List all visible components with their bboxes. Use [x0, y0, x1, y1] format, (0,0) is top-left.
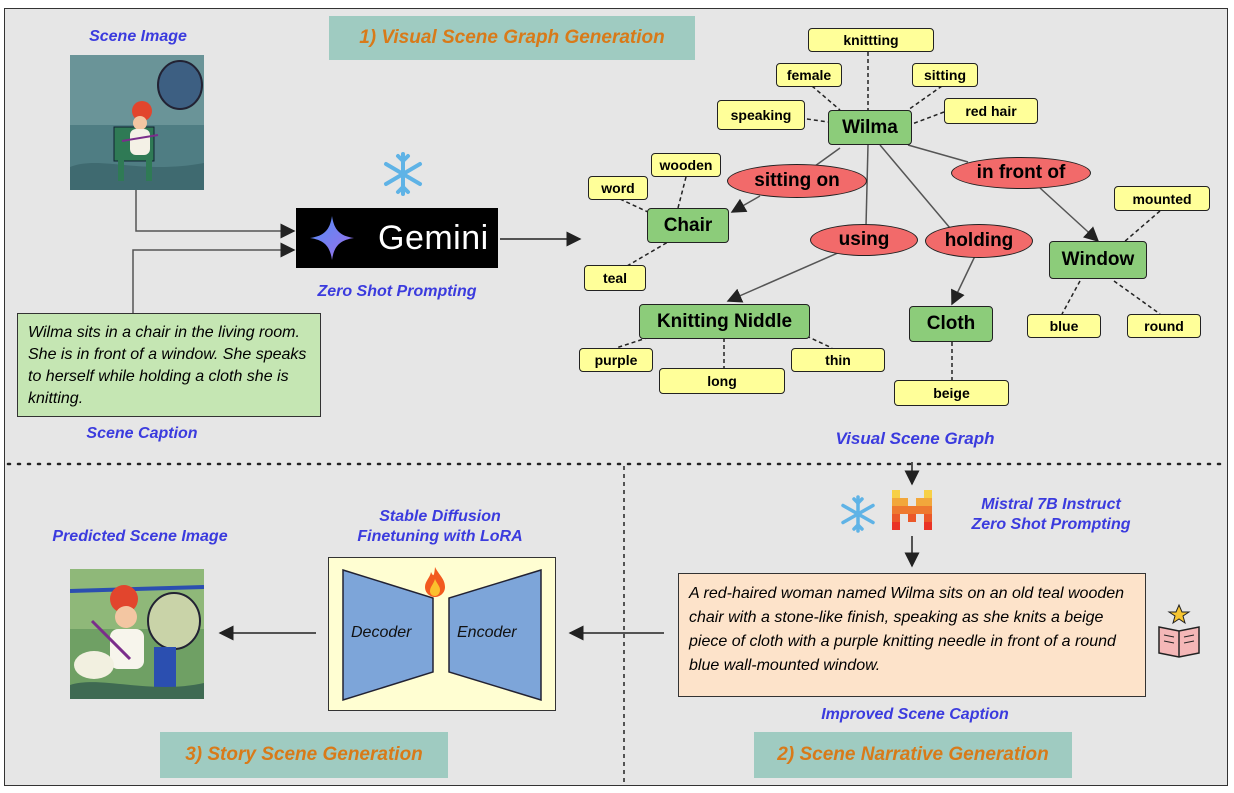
attr-mounted: mounted [1114, 186, 1210, 211]
object-wilma: Wilma [828, 110, 912, 145]
relation-using: using [810, 224, 918, 256]
object-window: Window [1049, 241, 1147, 279]
zero-shot-label: Zero Shot Prompting [317, 283, 477, 300]
scene-image-drawing [70, 55, 204, 190]
improved-caption-box: A red-haired woman named Wilma sits on a… [678, 573, 1146, 697]
edge-wilma-using [865, 144, 869, 227]
relation-in-front-of: in front of [951, 157, 1091, 189]
section-1-title: 1) Visual Scene Graph Generation [329, 16, 695, 60]
image-to-gemini-arrow [135, 190, 296, 239]
attr-thin: thin [791, 348, 885, 372]
attr-teal: teal [584, 265, 646, 291]
object-chair: Chair [647, 208, 729, 243]
snowflake-icon [836, 492, 880, 536]
attr-sitting: sitting [912, 63, 978, 87]
mistral-label-line1: Mistral 7B Instruct [981, 496, 1121, 513]
attr-wooden: wooden [651, 153, 721, 177]
relation-sitting-on: sitting on [727, 164, 867, 198]
visual-scene-graph-label: Visual Scene Graph [835, 429, 995, 448]
edge-wilma-holding [879, 144, 951, 229]
edge-sitting-on-chair [730, 195, 761, 213]
attr-beige: beige [894, 380, 1009, 406]
gemini-sparkle-icon [310, 216, 354, 260]
attr-word: word [588, 176, 648, 200]
attr-female: female [776, 63, 842, 87]
encoder-trapezoid [448, 568, 542, 702]
gemini-name: Gemini [378, 218, 489, 257]
encoder-label: Encoder [457, 624, 517, 641]
attr-knitting: knittting [808, 28, 934, 52]
stable-diffusion-line1: Stable Diffusion [379, 508, 501, 525]
section-3-title: 3) Story Scene Generation [160, 732, 448, 778]
edge-using-niddle [726, 251, 841, 303]
mistral-logo [892, 490, 932, 534]
gemini-model-box: Gemini [296, 208, 498, 268]
scene-caption-label: Scene Caption [86, 425, 198, 442]
decoder-trapezoid [342, 568, 434, 702]
stable-diffusion-box: Decoder Encoder [328, 557, 556, 711]
improved-caption-label: Improved Scene Caption [821, 706, 1009, 723]
attr-round: round [1127, 314, 1201, 338]
scene-caption-box: Wilma sits in a chair in the living room… [17, 313, 321, 417]
predicted-image-drawing [70, 569, 204, 699]
fire-icon [423, 566, 447, 598]
object-knitting-niddle: Knitting Niddle [639, 304, 810, 339]
stable-diffusion-line2: Finetuning with LoRA [357, 528, 523, 545]
edge-wilma-sitting-on [814, 147, 841, 167]
predicted-image-label: Predicted Scene Image [52, 528, 228, 545]
scene-image [70, 55, 204, 190]
book-icon [1155, 603, 1203, 659]
mistral-label-line2: Zero Shot Prompting [971, 516, 1131, 533]
caption-to-gemini-arrow [132, 242, 296, 313]
relation-holding: holding [925, 224, 1033, 258]
edge-wilma-in-front-of [907, 144, 969, 163]
attr-red-hair: red hair [944, 98, 1038, 124]
attr-purple: purple [579, 348, 653, 372]
scene-image-label: Scene Image [89, 28, 187, 45]
attr-long: long [659, 368, 785, 394]
decoder-label: Decoder [351, 624, 412, 641]
edge-holding-cloth [951, 255, 976, 306]
snowflake-icon [377, 150, 429, 198]
attr-speaking: speaking [717, 100, 805, 130]
section-2-title: 2) Scene Narrative Generation [754, 732, 1072, 778]
attr-blue: blue [1027, 314, 1101, 338]
predicted-scene-image [70, 569, 204, 699]
edge-in-front-of-window [1039, 187, 1100, 243]
object-cloth: Cloth [909, 306, 993, 342]
